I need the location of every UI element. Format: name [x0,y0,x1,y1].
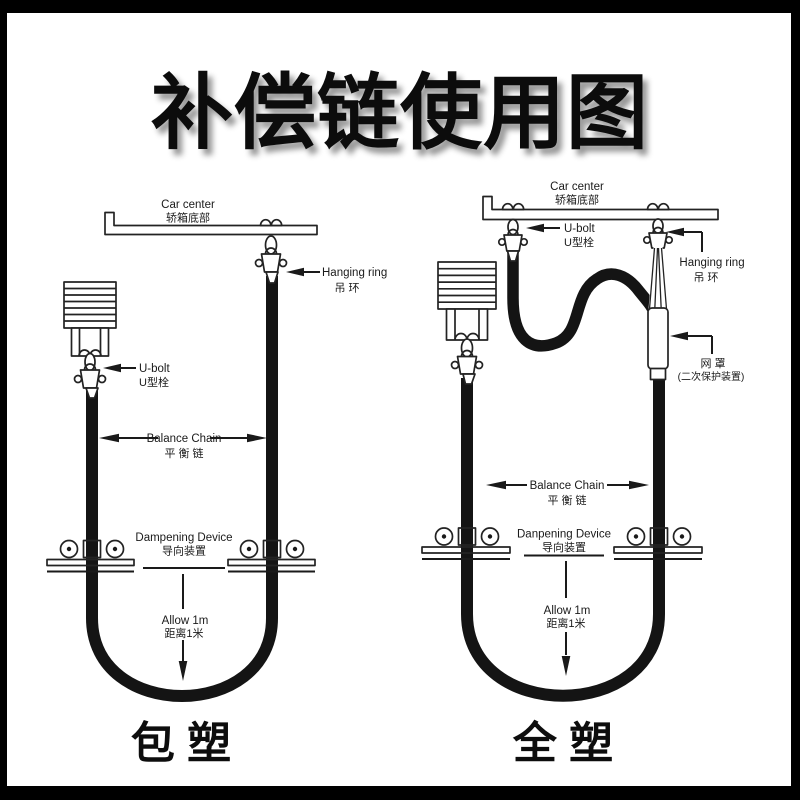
label-dampening-zh: 导向装置 [162,544,206,558]
label-balance-chain-en: Balance Chain [530,480,605,492]
dampening-device-right [613,527,703,560]
car-floor-bar [482,195,719,221]
label-u-bolt-zh: U型栓 [564,235,594,249]
label-u-bolt-zh: U型栓 [139,375,169,389]
anchor-block [63,281,117,399]
rope-taper [648,247,668,310]
label-dampening-zh: 导向装置 [542,540,586,554]
anchor-block [437,261,497,385]
label-allow-zh: 距离1米 [546,616,585,630]
hanging-ring-arrow [666,227,703,252]
label-dampening-en: Danpening Device [517,529,611,541]
dampening-device-right [227,539,316,573]
dampening-device-left [421,527,511,560]
frame-left-edge [0,0,7,800]
label-net-cover-sub-zh: (二次保护装置) [678,370,745,383]
label-u-bolt-en: U-bolt [564,223,595,235]
left-diagram: Car center 轿箱底部 Hanging ring 吊 环 U-bolt … [46,199,387,768]
label-car-center-en: Car center [550,181,604,193]
frame-bottom-edge [0,786,800,800]
hanging-ring-assembly [254,218,288,284]
allow-1m-arrow [178,574,188,681]
u-bolt-assembly [497,202,529,262]
label-hanging-ring-en: Hanging ring [679,257,744,269]
frame-right-edge [791,0,800,800]
label-allow-zh: 距离1米 [164,626,203,640]
mesh-cover [647,307,669,381]
label-balance-chain-zh: 平 衡 链 [164,446,203,460]
balance-chain-arrows [486,480,649,490]
label-allow-en: Allow 1m [162,615,209,627]
label-allow-en: Allow 1m [544,605,591,617]
right-diagram: Car center 轿箱底部 U-bolt U型栓 Hanging ring … [421,181,745,768]
label-car-center-zh: 轿箱底部 [555,193,599,207]
dampening-device-left [46,539,135,573]
label-net-cover-zh: 网 罩 [700,357,725,370]
car-floor-bar [104,211,318,236]
mesh-cover-arrow [670,331,713,354]
label-car-center-zh: 轿箱底部 [166,211,210,225]
right-caption: 全 塑 [512,718,613,768]
label-hanging-ring-zh: 吊 环 [334,282,359,295]
hanging-ring-arrow [286,267,320,277]
label-dampening-en: Dampening Device [135,532,232,544]
u-bolt-arrow [103,363,136,373]
chain-s-curve [507,245,661,352]
hanging-ring-assembly [642,202,674,249]
balance-chain-right [461,370,665,702]
frame-top-edge [0,0,800,13]
u-bolt-arrow [526,223,560,233]
page-title: 补偿链使用图 [150,66,649,161]
balance-chain-arrows [99,433,267,443]
label-hanging-ring-en: Hanging ring [322,267,387,279]
label-u-bolt-en: U-bolt [139,363,170,375]
allow-1m-arrow [561,561,571,676]
label-hanging-ring-zh: 吊 环 [693,271,718,284]
label-car-center-en: Car center [161,199,215,211]
balance-chain-left [86,276,278,702]
left-caption: 包 塑 [131,719,231,768]
label-balance-chain-zh: 平 衡 链 [547,493,586,507]
label-balance-chain-en: Balance Chain [147,433,222,445]
